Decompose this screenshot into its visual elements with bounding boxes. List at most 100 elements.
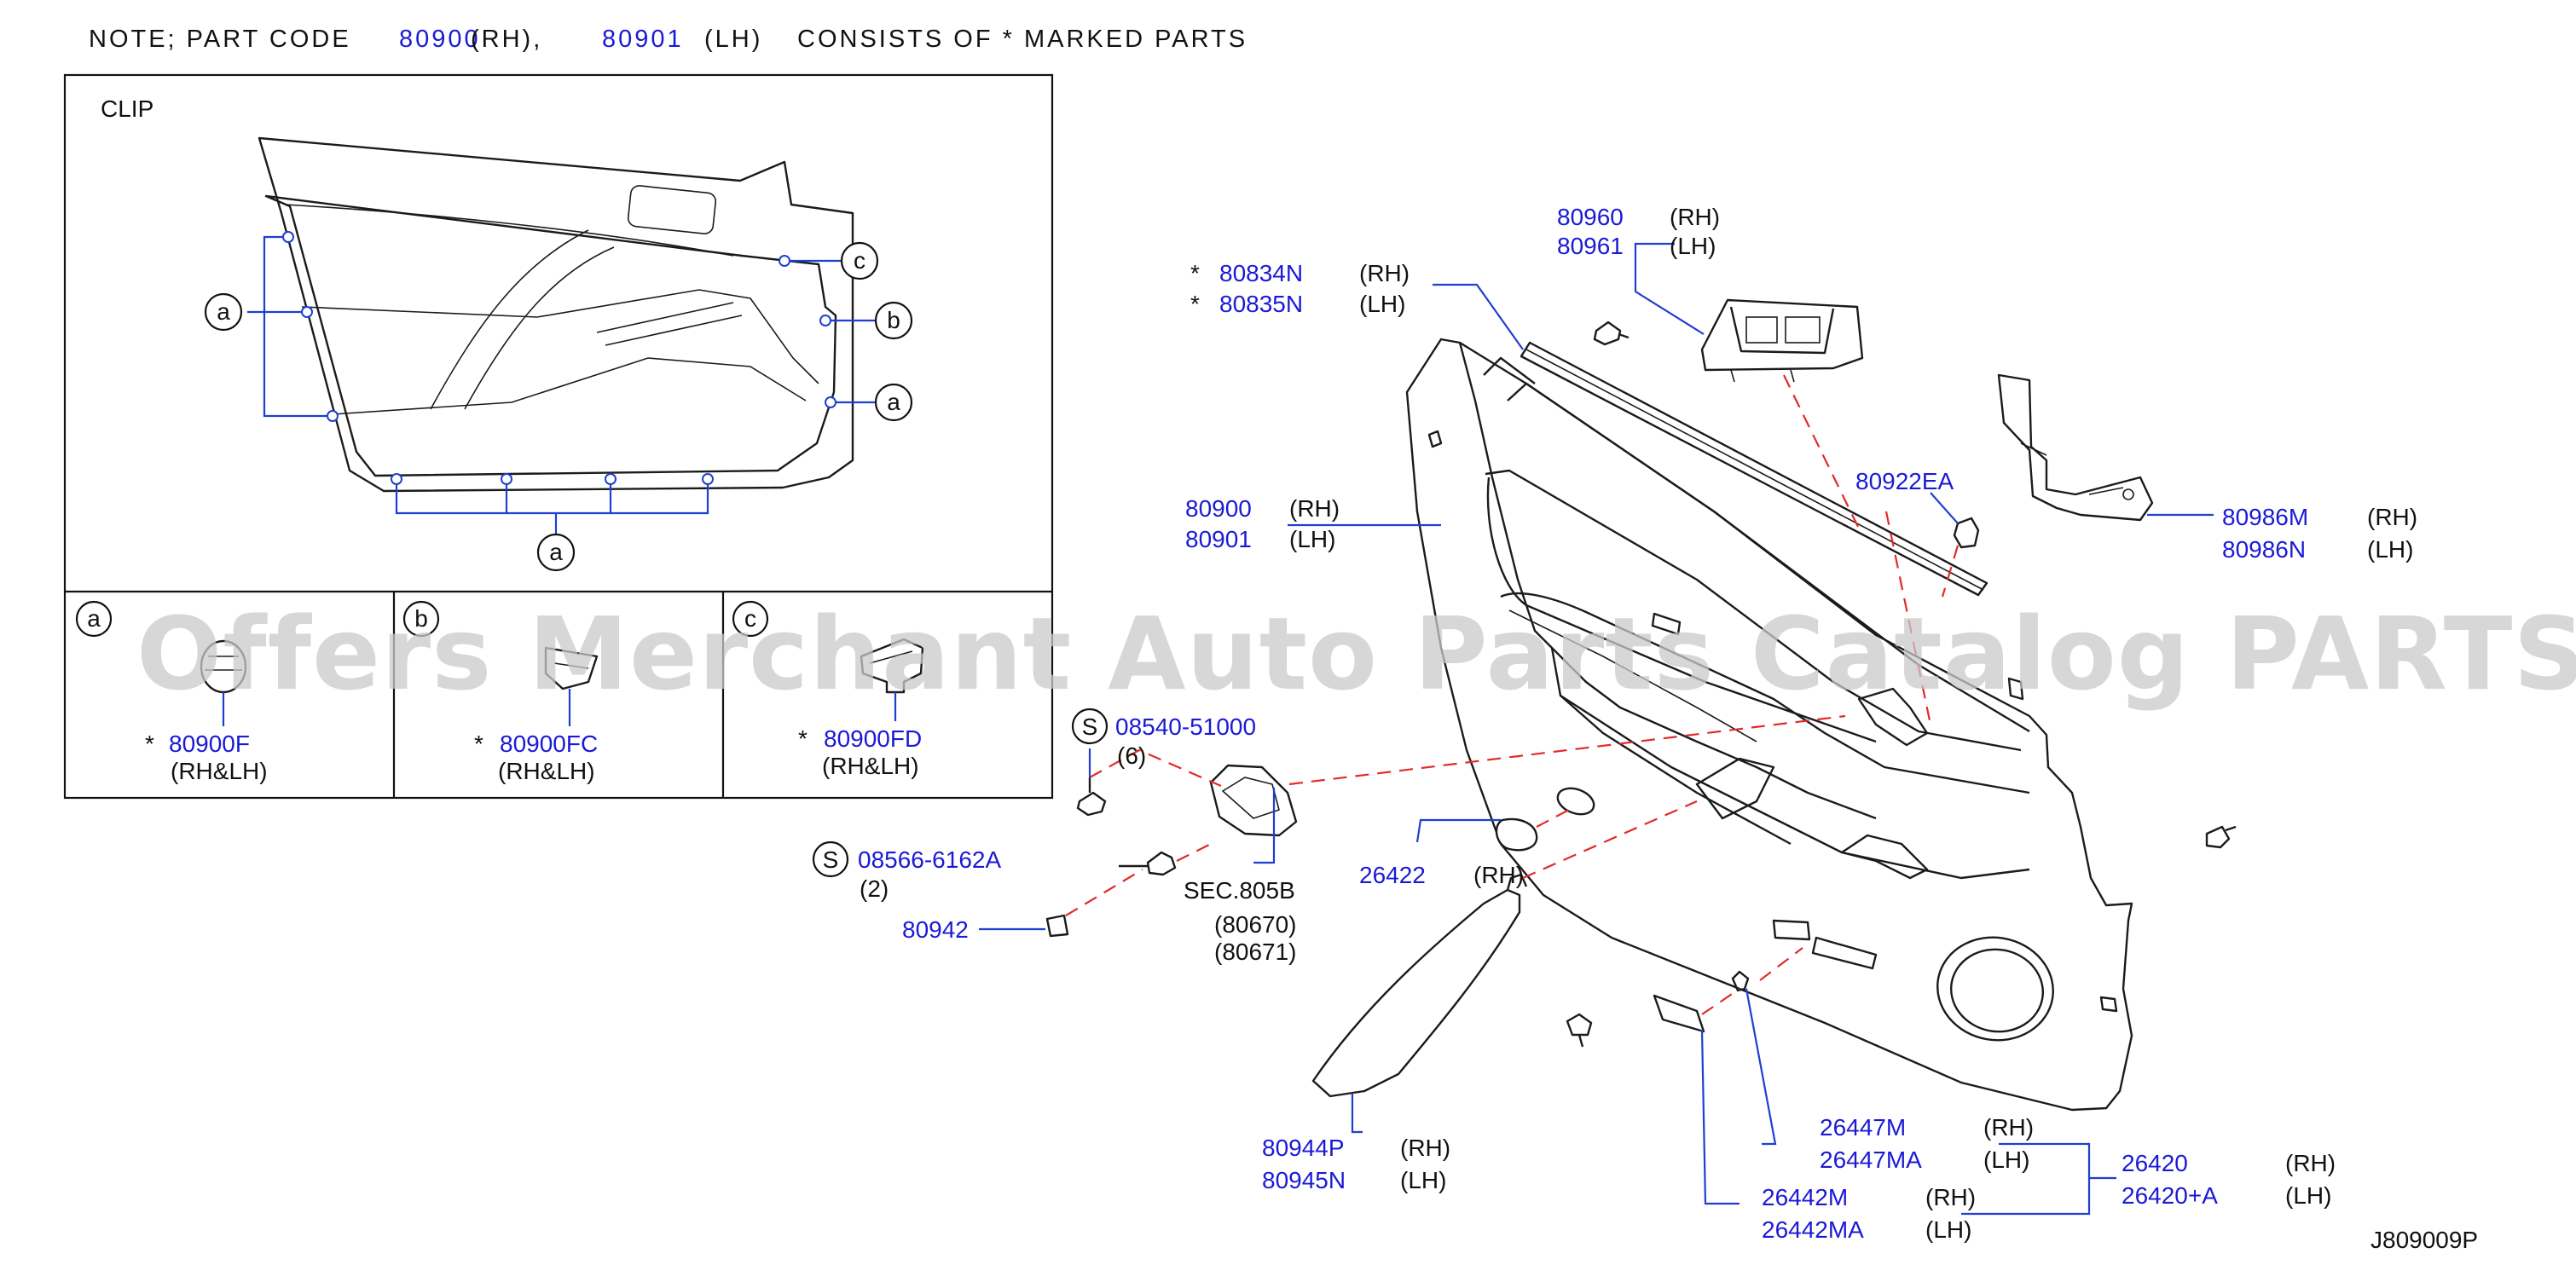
note-prefix: NOTE; PART CODE (89, 26, 351, 53)
svg-text:(LH): (LH) (2367, 536, 2413, 563)
part-80835N[interactable]: 80835N (1219, 291, 1303, 317)
part-80960[interactable]: 80960 (1557, 204, 1624, 230)
part-26420[interactable]: 26420 (2122, 1150, 2188, 1176)
inset-callout-a-right: a (874, 383, 913, 422)
svg-text:(RH): (RH) (1400, 1135, 1450, 1161)
part-26442MA[interactable]: 26442MA (1762, 1216, 1864, 1243)
part-80961[interactable]: 80961 (1557, 233, 1624, 259)
svg-text:(LH): (LH) (1670, 233, 1716, 259)
svg-text:(RH): (RH) (1670, 204, 1720, 230)
svg-text:(RH): (RH) (1925, 1184, 1976, 1210)
screw-08540 (1076, 777, 1107, 817)
label-80900: 80900 (RH) 80901 (LH) (1185, 495, 1340, 552)
clip-c-icon (860, 638, 924, 721)
svg-text:c: c (854, 247, 865, 274)
label-80922EA: 80922EA (1855, 468, 1954, 494)
bracket (1997, 373, 2154, 522)
part-80986N[interactable]: 80986N (2222, 536, 2306, 563)
svg-text:(LH): (LH) (1359, 291, 1405, 317)
svg-text:(LH): (LH) (1289, 526, 1335, 552)
part-26442M[interactable]: 26442M (1762, 1184, 1848, 1210)
note-suffix: CONSISTS OF * MARKED PARTS (797, 26, 1247, 53)
svg-text:a: a (217, 298, 230, 325)
part-80834N[interactable]: 80834N (1219, 260, 1303, 286)
svg-text:(RH): (RH) (2367, 504, 2417, 530)
part-26447M[interactable]: 26447M (1820, 1114, 1906, 1141)
clip-cell-b: b * 80900FC (RH&LH) (402, 600, 599, 784)
svg-text:a: a (549, 539, 563, 565)
label-80944P: 80944P (RH) 80945N (LH) (1262, 1135, 1450, 1193)
svg-text:a: a (887, 389, 900, 415)
label-80834N: * 80834N (RH) * 80835N (LH) (1190, 260, 1410, 317)
svg-text:*: * (1190, 291, 1200, 317)
part-80942[interactable]: 80942 (902, 916, 969, 943)
clip-inset-frame (63, 73, 1054, 800)
part-08566-6162A[interactable]: 08566-6162A (858, 846, 1001, 873)
svg-text:(RH&LH): (RH&LH) (822, 753, 919, 779)
belt-moulding (1520, 341, 1988, 597)
label-26442M: 26442M (RH) 26442MA (LH) (1762, 1184, 1976, 1243)
part-80901[interactable]: 80901 (1185, 526, 1252, 552)
inset-leaders (247, 231, 877, 535)
label-26447M: 26447M (RH) 26447MA (LH) (1820, 1114, 2034, 1173)
svg-text:S: S (823, 846, 839, 873)
svg-text:(LH): (LH) (1400, 1167, 1446, 1193)
svg-text:*: * (145, 731, 154, 757)
clip-cell-c: c * 80900FD (RH&LH) (732, 600, 924, 779)
watermark: Offers Merchant Auto Parts Catalog PARTS… (136, 595, 2576, 713)
door-handle-bezel (1857, 687, 1929, 747)
switch-panel (1700, 298, 1864, 383)
label-80960: 80960 (RH) 80961 (LH) (1557, 204, 1720, 259)
svg-text:(LH): (LH) (2285, 1182, 2331, 1209)
svg-text:S: S (1082, 713, 1098, 740)
note-code-rh[interactable]: 80900 (399, 26, 481, 53)
clip-title: CLIP (101, 95, 153, 122)
part-26420A[interactable]: 26420+A (2122, 1182, 2218, 1209)
note-rh: (RH), (471, 26, 542, 53)
svg-text:*: * (474, 731, 483, 757)
sec-805B-link[interactable]: SEC.805B (1184, 877, 1295, 904)
part-26422[interactable]: 26422 (1359, 862, 1426, 888)
part-80944P[interactable]: 80944P (1262, 1135, 1345, 1161)
part-26447MA[interactable]: 26447MA (1820, 1147, 1922, 1173)
svg-text:(RH): (RH) (1359, 260, 1410, 286)
svg-text:*: * (798, 725, 808, 752)
part-80900[interactable]: 80900 (1185, 495, 1252, 522)
leader-lines (1088, 242, 2214, 1216)
label-80942: 80942 (902, 916, 1045, 943)
door-trim-panel (1405, 338, 2133, 1112)
label-26420: 26420 (RH) 26420+A (LH) (2122, 1150, 2336, 1209)
svg-text:(RH): (RH) (1473, 862, 1524, 888)
svg-text:(RH&LH): (RH&LH) (498, 758, 595, 784)
inset-callout-a-bottom: a (536, 533, 576, 572)
svg-text:(LH): (LH) (1983, 1147, 2029, 1173)
part-80986M[interactable]: 80986M (2222, 504, 2308, 530)
part-08540-51000[interactable]: 08540-51000 (1115, 713, 1256, 740)
screw-08566 (1119, 851, 1177, 876)
part-80922EA[interactable]: 80922EA (1855, 468, 1954, 494)
svg-text:(80670): (80670) (1214, 911, 1297, 938)
part-80900F[interactable]: 80900F (169, 731, 250, 757)
label-08566: S 08566-6162A (2) (812, 840, 1001, 902)
inside-handle-escutcheon (1209, 764, 1298, 837)
svg-text:b: b (887, 307, 900, 333)
svg-text:(RH): (RH) (1289, 495, 1340, 522)
svg-text:(LH): (LH) (1925, 1216, 1971, 1243)
inset-callout-b: b (874, 301, 913, 340)
label-80986M: 80986M (RH) 80986N (LH) (2222, 504, 2417, 563)
finisher-80944P (1311, 873, 1528, 1098)
note-code-lh[interactable]: 80901 (602, 26, 684, 53)
assembly-lines (1065, 374, 1959, 1015)
part-80945N[interactable]: 80945N (1262, 1167, 1346, 1193)
clip-80922EA (1953, 517, 1980, 549)
label-08540: S 08540-51000 (6) (1071, 708, 1256, 769)
screw-top (1593, 321, 1630, 346)
label-26422: 26422 (RH) (1359, 862, 1524, 888)
svg-text:(2): (2) (860, 875, 889, 902)
pull-pocket (1840, 834, 1929, 880)
clip-cell-a: a * 80900F (RH&LH) (75, 600, 268, 784)
speaker-grille (1936, 936, 2054, 1042)
part-80900FD[interactable]: 80900FD (824, 725, 922, 752)
part-80900FC[interactable]: 80900FC (500, 731, 598, 757)
